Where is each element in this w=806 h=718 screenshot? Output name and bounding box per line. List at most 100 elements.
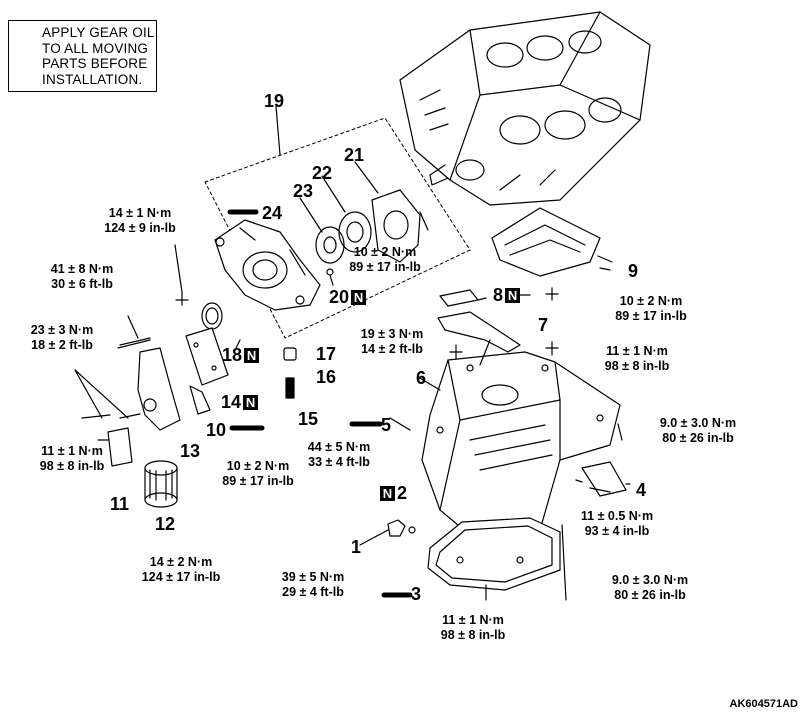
callout-number: 3 — [411, 584, 422, 604]
callout-21: 21 — [344, 146, 364, 164]
callout-17: 17 — [316, 345, 336, 363]
callout-number: 4 — [636, 480, 647, 500]
callout-10: 10 — [206, 421, 226, 439]
torque-metric: 14 ± 2 N·m — [149, 555, 213, 569]
oil-pump-assembly-outline — [204, 117, 471, 339]
torque-imperial: 98 ± 8 in-lb — [604, 358, 670, 373]
callout-23: 23 — [293, 182, 313, 200]
callout-number: 5 — [381, 415, 392, 435]
torque-metric: 14 ± 1 N·m — [108, 206, 172, 220]
torque-imperial: 89 ± 17 in-lb — [615, 308, 687, 323]
callout-19: 19 — [264, 92, 284, 110]
callout-6: 6 — [416, 369, 426, 387]
oil-pan-plate — [107, 427, 133, 467]
torque-imperial: 80 ± 26 in-lb — [614, 587, 686, 602]
callout-13: 13 — [180, 442, 200, 460]
callout-number: 21 — [344, 145, 365, 165]
torque-metric: 19 ± 3 N·m — [360, 327, 424, 341]
callout-number: 19 — [264, 91, 285, 111]
new-part-marker: N — [244, 348, 260, 363]
torque-metric: 23 ± 3 N·m — [30, 323, 94, 337]
oil-pump-rotors — [315, 189, 429, 276]
torque-metric: 11 ± 1 N·m — [442, 613, 504, 627]
callout-3: 3 — [411, 585, 421, 603]
crankshaft-seal — [201, 302, 223, 330]
torque-imperial: 29 ± 4 ft-lb — [282, 584, 344, 599]
callout-1: 1 — [351, 538, 361, 556]
callout-15: 15 — [298, 410, 318, 428]
torque-imperial: 124 ± 17 in-lb — [141, 569, 221, 584]
instruction-note: APPLY GEAR OIL TO ALL MOVING PARTS BEFOR… — [8, 20, 157, 92]
callout-number: 8 — [493, 285, 504, 305]
callout-16: 16 — [316, 368, 336, 386]
torque-metric: 10 ± 2 N·m — [353, 245, 417, 259]
callout-number: 22 — [312, 163, 333, 183]
torque-metric: 11 ± 1 N·m — [606, 344, 668, 358]
torque-imperial: 80 ± 26 in-lb — [662, 430, 734, 445]
callout-9: 9 — [628, 262, 638, 280]
callout-number: 9 — [628, 261, 639, 281]
torque-metric: 11 ± 0.5 N·m — [580, 509, 654, 523]
callout-number: 11 — [110, 494, 130, 514]
callout-12: 12 — [155, 515, 175, 533]
torque-imperial: 93 ± 4 in-lb — [584, 523, 650, 538]
callout-number: 20 — [329, 287, 350, 307]
callout-number: 1 — [351, 537, 362, 557]
oil-strainer-gasket — [439, 289, 479, 307]
torque-metric: 10 ± 2 N·m — [619, 294, 683, 308]
callout-number: 12 — [155, 514, 176, 534]
torque-imperial: 98 ± 8 in-lb — [440, 627, 506, 642]
drain-plug — [387, 519, 406, 537]
torque-metric: 10 ± 2 N·m — [226, 459, 290, 473]
torque-metric: 9.0 ± 3.0 N·m — [611, 573, 689, 587]
engine-block — [399, 11, 651, 206]
torque-imperial: 89 ± 17 in-lb — [222, 473, 294, 488]
drawing-code: AK604571AD — [729, 698, 798, 710]
callout-number: 15 — [298, 409, 319, 429]
torque-imperial: 89 ± 17 in-lb — [349, 259, 421, 274]
new-part-marker: N — [351, 290, 367, 305]
callout-22: 22 — [312, 164, 332, 182]
callout-4: 4 — [636, 481, 646, 499]
torque-imperial: 30 ± 6 ft-lb — [51, 276, 113, 291]
torque-metric: 39 ± 5 N·m — [281, 570, 345, 584]
callout-number: 24 — [262, 203, 283, 223]
torque-imperial: 14 ± 2 ft-lb — [361, 341, 423, 356]
oil-pump-body — [214, 219, 321, 311]
new-part-marker: N — [380, 486, 395, 501]
torque-imperial: 33 ± 4 ft-lb — [308, 454, 370, 469]
lower-oil-pan — [427, 517, 561, 591]
callout-number: 23 — [293, 181, 314, 201]
torque-metric: 9.0 ± 3.0 N·m — [659, 416, 737, 430]
oil-strainer — [437, 311, 521, 353]
callout-number: 13 — [180, 441, 201, 461]
new-part-marker: N — [505, 288, 521, 303]
torque-metric: 44 ± 5 N·m — [307, 440, 371, 454]
callout-number: 14 — [221, 392, 242, 412]
torque-imperial: 124 ± 9 in-lb — [104, 220, 176, 235]
callout-number: 10 — [206, 420, 227, 440]
torque-metric: 41 ± 8 N·m — [50, 262, 114, 276]
instruction-note-text: APPLY GEAR OIL TO ALL MOVING PARTS BEFOR… — [42, 25, 155, 87]
callout-7: 7 — [538, 316, 548, 334]
callout-11: 11 — [110, 495, 129, 513]
callout-number: 17 — [316, 344, 337, 364]
callout-number: 16 — [316, 367, 337, 387]
